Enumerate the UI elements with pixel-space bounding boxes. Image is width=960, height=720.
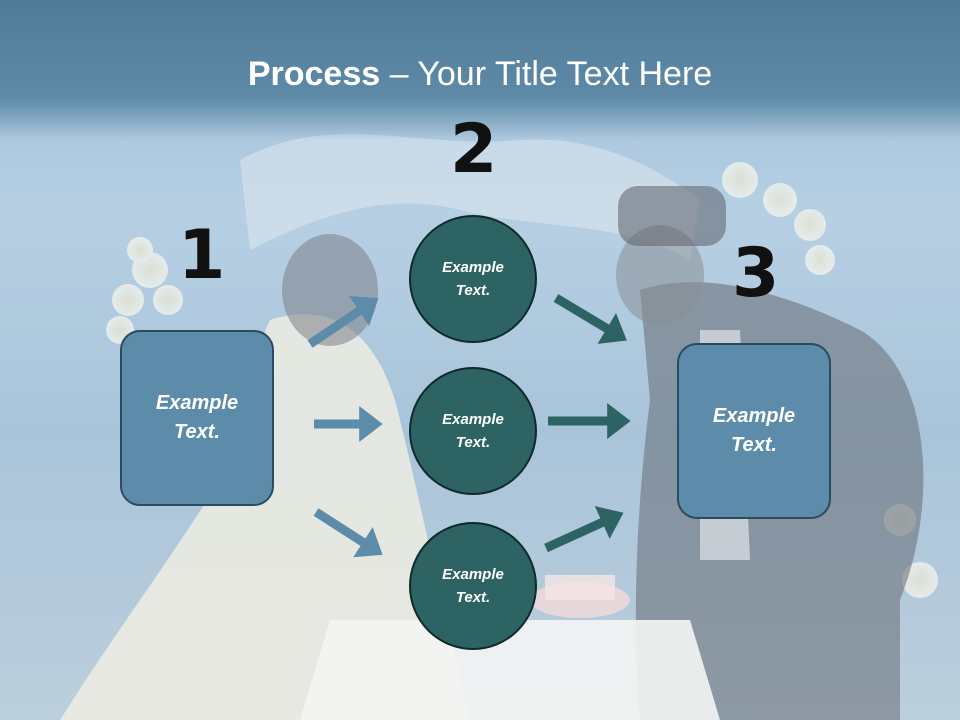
arrow-left-top	[307, 296, 379, 348]
right-box: Example Text.	[677, 343, 831, 519]
step-number-1: 1	[178, 216, 226, 295]
circle-middle-text: Example Text.	[442, 411, 504, 451]
left-box: Example Text.	[120, 330, 274, 506]
title-bold: Process	[247, 55, 381, 93]
step-number-3: 3	[732, 234, 780, 313]
step-number-2: 2	[450, 110, 498, 189]
circle-middle: Example Text.	[409, 367, 537, 495]
title-rest: – Your Title Text Here	[380, 55, 713, 93]
circle-bottom: Example Text.	[409, 522, 537, 650]
arrow-right-bottom	[544, 506, 624, 553]
circle-top-text: Example Text.	[442, 259, 504, 299]
slide-title: Process – Your Title Text Here	[0, 52, 960, 96]
left-box-text: Example Text.	[155, 392, 239, 443]
header-band	[0, 0, 960, 140]
arrow-right-top	[553, 294, 627, 344]
circle-bottom-text: Example Text.	[442, 566, 504, 606]
arrow-left-bottom	[313, 508, 383, 558]
right-box-text: Example Text.	[712, 405, 796, 456]
circle-top: Example Text.	[409, 215, 537, 343]
